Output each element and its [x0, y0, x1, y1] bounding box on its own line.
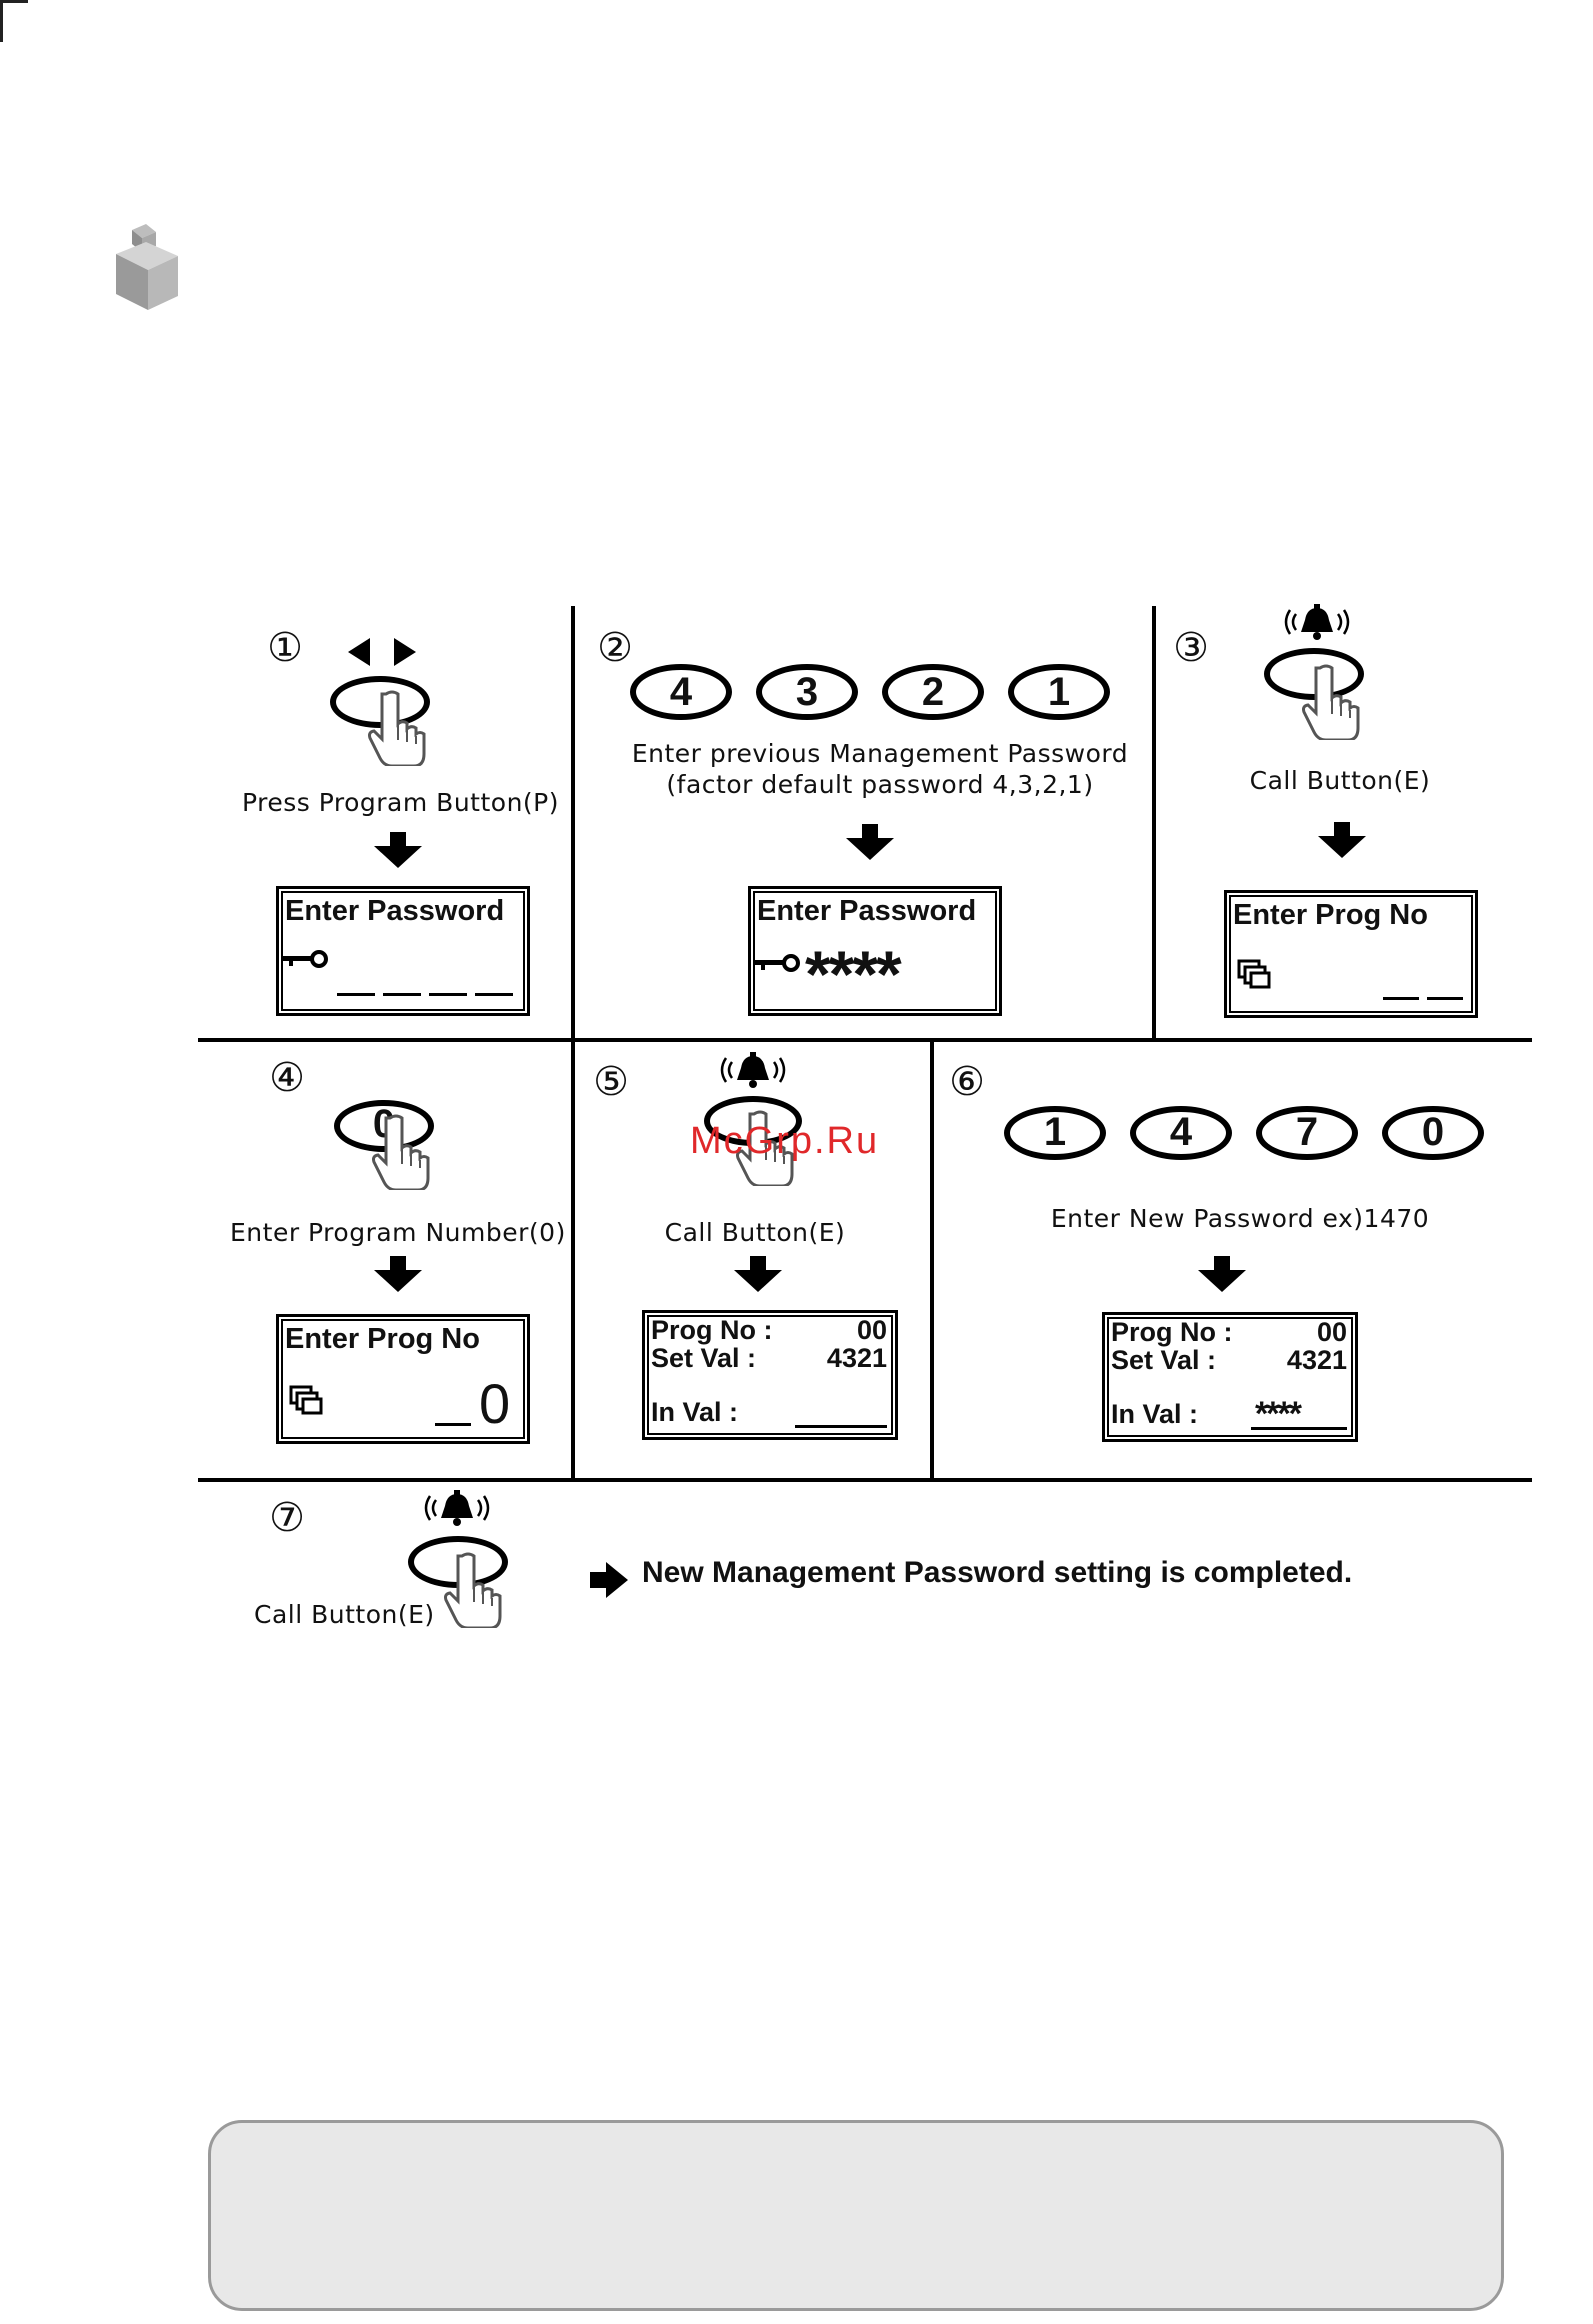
key-1-button[interactable]: 1: [1004, 1106, 1106, 1160]
lcd-display: Prog No : 00 Set Val : 4321 In Val : ***…: [1102, 1312, 1358, 1442]
divider: [198, 1038, 1532, 1042]
key-3-button[interactable]: 3: [756, 664, 858, 720]
step-number: ④: [269, 1055, 305, 1101]
hand-press-icon: [368, 690, 426, 766]
watermark: McGrp.Ru: [690, 1120, 880, 1162]
arrow-left-right-icon: [348, 638, 416, 666]
password-mask: ****: [1255, 1395, 1302, 1433]
step-number: ③: [1173, 625, 1209, 671]
bell-icon: [1284, 604, 1350, 640]
program-icon: [289, 1385, 323, 1415]
lcd-display: Enter Password ****: [748, 886, 1002, 1016]
key-4-button[interactable]: 4: [1130, 1106, 1232, 1160]
step-caption: Call Button(E): [254, 1600, 435, 1629]
lcd-display: Enter Prog No: [1224, 890, 1478, 1018]
key-2-button[interactable]: 2: [882, 664, 984, 720]
hand-press-icon: [372, 1114, 430, 1190]
password-mask: ****: [805, 937, 902, 1011]
key-7-button[interactable]: 7: [1256, 1106, 1358, 1160]
lcd-title: Enter Password: [757, 895, 977, 927]
key-1-button[interactable]: 1: [1008, 664, 1110, 720]
step-number: ⑥: [949, 1059, 985, 1105]
step-caption: Call Button(E): [1249, 766, 1431, 795]
lcd-display: Enter Password: [276, 886, 530, 1016]
hand-press-icon: [444, 1552, 502, 1628]
lcd-display: Prog No : 00 Set Val : 4321 In Val :: [642, 1310, 898, 1440]
lcd-title: Enter Prog No: [1233, 899, 1428, 931]
step-caption: Enter Program Number(0): [230, 1218, 566, 1247]
program-button[interactable]: [330, 676, 430, 728]
step-number: ②: [597, 625, 633, 671]
lcd-title: Enter Password: [285, 895, 505, 927]
key-icon: [755, 954, 800, 972]
hand-press-icon: [1302, 664, 1360, 740]
lcd-title: Enter Prog No: [285, 1323, 480, 1355]
crop-mark: [0, 0, 28, 3]
divider: [571, 1040, 575, 1480]
lcd-display: Enter Prog No 0: [276, 1314, 530, 1444]
key-0-button[interactable]: 0: [1382, 1106, 1484, 1160]
key-icon: [283, 950, 328, 968]
step-caption: Press Program Button(P): [242, 788, 559, 817]
step-caption: Enter New Password ex)1470: [1050, 1204, 1430, 1233]
note-box: [208, 2120, 1504, 2311]
step-number: ⑤: [593, 1059, 629, 1105]
cube-icon: [116, 224, 178, 310]
step-caption: Call Button(E): [664, 1218, 846, 1247]
arrow-right-icon: [590, 1562, 628, 1598]
hand-press-icon: [736, 1110, 794, 1186]
divider: [930, 1040, 934, 1480]
crop-mark: [0, 0, 3, 42]
call-button[interactable]: [1264, 648, 1364, 700]
completion-message: New Management Password setting is compl…: [642, 1556, 1353, 1589]
key-4-button[interactable]: 4: [630, 664, 732, 720]
step-number: ⑦: [269, 1495, 305, 1541]
divider: [1152, 606, 1156, 1040]
program-icon: [1237, 959, 1271, 989]
step-number: ①: [267, 625, 303, 671]
bell-icon: [424, 1490, 490, 1526]
step-caption: Enter previous Management Password (fact…: [631, 739, 1129, 799]
divider: [571, 606, 575, 1040]
bell-icon: [720, 1052, 786, 1088]
divider: [198, 1478, 1532, 1482]
program-number-value: 0: [479, 1372, 511, 1435]
